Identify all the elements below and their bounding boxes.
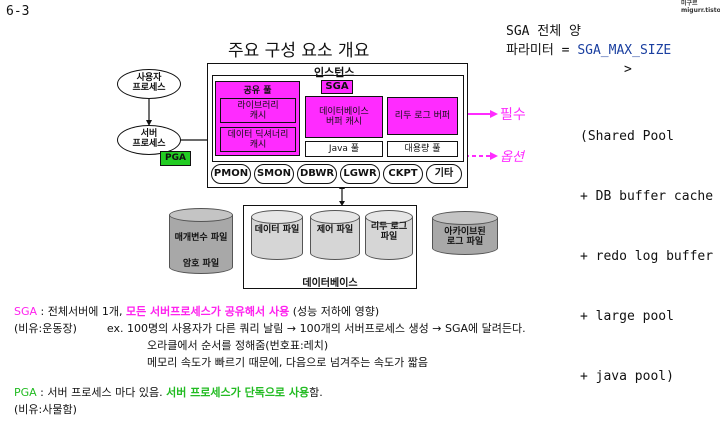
sga-analogy: (비유:운동장) bbox=[14, 322, 77, 335]
sga-item: + java pool) bbox=[580, 369, 674, 384]
library-cache: 라이브러리 캐시 bbox=[220, 98, 296, 123]
sga-components-list: (Shared Pool + DB buffer cache + redo lo… bbox=[580, 87, 713, 407]
sga-max-size-param: SGA_MAX_SIZE bbox=[577, 43, 672, 58]
pga-highlight: 서버 프로세스가 단독으로 사용 bbox=[166, 386, 310, 399]
server-process: 서버 프로세스 bbox=[117, 125, 181, 155]
pga-line: PGA : 서버 프로세스 마다 있음. 서버 프로세스가 단독으로 사용함. bbox=[14, 386, 323, 400]
bg-process-pmon: PMON bbox=[211, 164, 251, 184]
large-pool: 대용량 풀 bbox=[387, 141, 458, 157]
bg-process-dbwr: DBWR bbox=[297, 164, 337, 184]
user-process: 사용자 프로세스 bbox=[117, 69, 181, 99]
sga-note-param: 파라미터 = SGA_MAX_SIZE bbox=[506, 41, 671, 60]
bg-process-lgwr: LGWR bbox=[340, 164, 380, 184]
sga-item: + DB buffer cache bbox=[580, 189, 714, 204]
sga-label: SGA bbox=[321, 80, 353, 94]
sga-line: SGA : 전체서버에 1개, 모든 서버프로세스가 공유해서 사용 (성능 저… bbox=[14, 305, 526, 319]
redo-log-file-label: 리두 로그 파일 bbox=[370, 222, 408, 242]
data-file: 데이터 파일 bbox=[251, 210, 303, 260]
sga-term: SGA bbox=[14, 305, 38, 318]
sga-item: + redo log buffer bbox=[580, 249, 714, 264]
sga-example-line-2: 오라클에서 순서를 정해줌(번호표:레치) bbox=[147, 339, 329, 352]
sga-analogy-line: (비유:운동장) ex. 100명의 사용자가 다른 쿼리 날림 → 100개의 … bbox=[14, 322, 526, 336]
sga-highlight: 모든 서버프로세스가 공유해서 사용 bbox=[125, 305, 290, 318]
parameter-file: 매개변수 파일 암호 파일 bbox=[169, 208, 233, 274]
server-process-label: 서버 프로세스 bbox=[132, 129, 166, 149]
pga-text-2: 함. bbox=[309, 386, 323, 399]
control-file: 제어 파일 bbox=[310, 210, 360, 260]
required-label: 필수 bbox=[500, 107, 526, 123]
archived-log-file: 아카이브된 로그 파일 bbox=[432, 211, 498, 255]
sga-example: ex. 100명의 사용자가 다른 쿼리 날림 → 100개의 서버프로세스 생… bbox=[106, 322, 526, 335]
optional-label: 옵션 bbox=[500, 150, 524, 165]
data-dictionary-cache: 데이터 딕셔너리 캐시 bbox=[220, 127, 296, 152]
database-label: 데이터베이스 bbox=[302, 278, 358, 289]
bg-process-ckpt: CKPT bbox=[383, 164, 423, 184]
slide-number: 6-3 bbox=[6, 4, 30, 19]
redo-log-buffer: 리두 로그 버퍼 bbox=[387, 97, 458, 135]
sga-note-arrow: > bbox=[624, 62, 632, 77]
logo: 미구르 migurr.tistory.com bbox=[681, 0, 720, 14]
control-file-label: 제어 파일 bbox=[316, 225, 354, 235]
sga-box bbox=[212, 75, 464, 162]
sga-item: + large pool bbox=[580, 309, 674, 324]
password-file-label: 암호 파일 bbox=[182, 259, 220, 269]
sga-text-2: (성능 저하에 영향) bbox=[289, 305, 380, 318]
database-box bbox=[243, 205, 417, 289]
pga-term: PGA bbox=[14, 386, 37, 399]
sga-example-line-3: 메모리 속도가 빠르기 때문에, 다음으로 넘겨주는 속도가 짧음 bbox=[147, 356, 428, 369]
user-process-label: 사용자 프로세스 bbox=[132, 73, 166, 93]
pga-box: PGA bbox=[160, 151, 191, 166]
bg-process-other: 기타 bbox=[426, 164, 462, 184]
sga-note-title: SGA 전체 양 bbox=[506, 24, 582, 39]
sga-note: SGA 전체 양 파라미터 = SGA_MAX_SIZE > bbox=[506, 22, 671, 79]
sga-description: SGA : 전체서버에 1개, 모든 서버프로세스가 공유해서 사용 (성능 저… bbox=[14, 305, 526, 370]
sga-text-1: : 전체서버에 1개, bbox=[37, 305, 126, 318]
parameter-file-label: 매개변수 파일 bbox=[174, 233, 228, 243]
sga-item: (Shared Pool bbox=[580, 129, 674, 144]
redo-log-file: 리두 로그 파일 bbox=[365, 210, 413, 260]
diagram-title: 주요 구성 요소 개요 bbox=[228, 41, 370, 61]
pga-text-1: : 서버 프로세스 마다 있음. bbox=[36, 386, 167, 399]
bg-process-smon: SMON bbox=[254, 164, 294, 184]
pga-description: PGA : 서버 프로세스 마다 있음. 서버 프로세스가 단독으로 사용함. … bbox=[14, 386, 323, 417]
archived-log-file-label: 아카이브된 로그 파일 bbox=[444, 227, 486, 247]
sga-note-param-prefix: 파라미터 = bbox=[506, 43, 578, 58]
pga-analogy: (비유:사물함) bbox=[14, 403, 77, 416]
java-pool: Java 풀 bbox=[305, 141, 383, 157]
shared-pool-label: 공유 풀 bbox=[243, 86, 272, 96]
data-file-label: 데이터 파일 bbox=[254, 225, 300, 235]
db-buffer-cache: 데이터베이스 버퍼 캐시 bbox=[305, 96, 383, 138]
